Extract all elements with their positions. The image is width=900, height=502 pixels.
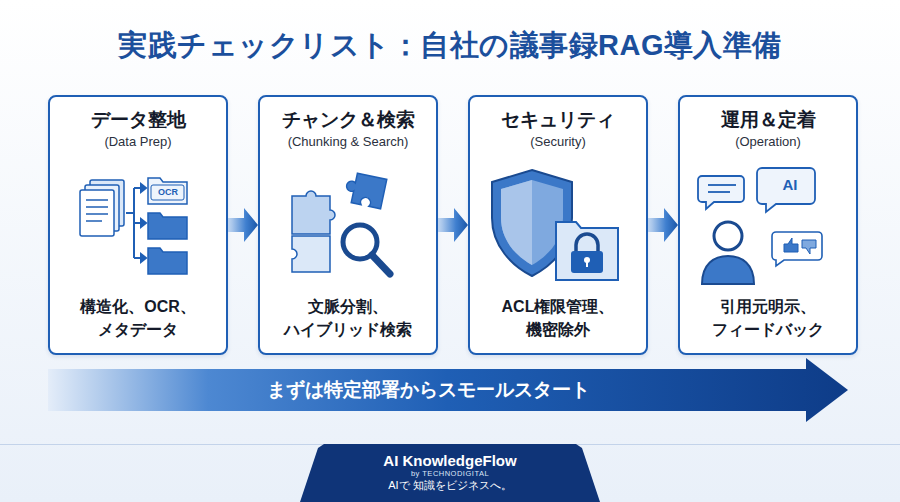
shield-icon-part xyxy=(501,180,532,265)
folder-icons-part xyxy=(148,248,187,274)
folder-icons xyxy=(148,178,187,274)
folder-icons-part xyxy=(148,178,187,204)
document-stack-icon-part xyxy=(86,206,108,208)
puzzle-icon-part xyxy=(343,172,386,209)
lock-folder-icon-part xyxy=(571,251,603,273)
puzzle-icon-part xyxy=(292,191,335,234)
feedback-bubble-part xyxy=(772,232,822,266)
banner-arrow-fill xyxy=(48,358,848,422)
footer-tab: AI KnowledgeFlowby TECHNODIGITALAIで 知識をビ… xyxy=(300,444,600,502)
node-subtitle: (Operation) xyxy=(735,133,801,151)
node-body: 文脈分割、 ハイブリッド検索 xyxy=(264,296,432,341)
node-subtitle: by TECHNODIGITAL xyxy=(411,469,489,478)
folder-icons-part xyxy=(148,213,187,239)
node-heading: AI KnowledgeFlow xyxy=(383,452,516,469)
folder-label: OCR xyxy=(148,187,188,197)
document-stack-icon-part xyxy=(86,213,108,215)
magnifier-icon-part xyxy=(372,255,390,274)
ai-bubble-part xyxy=(757,168,815,212)
lock-folder-icon xyxy=(556,222,618,280)
branch-lines-part xyxy=(141,184,146,262)
flow-arrow xyxy=(438,208,468,242)
branch-lines-part xyxy=(126,212,134,214)
document-stack-icon-part xyxy=(86,220,102,222)
magnifier-icon xyxy=(343,225,390,274)
node-body: 引用元明示、 フィードバック xyxy=(684,296,852,341)
branch-lines xyxy=(126,184,146,262)
person-icon xyxy=(702,222,754,284)
flow-arrow xyxy=(648,208,678,242)
speech-bubble-part xyxy=(708,191,730,193)
ai-bubble xyxy=(757,168,815,212)
node-subtitle: (Data Prep) xyxy=(104,133,171,151)
person-icon-part xyxy=(702,256,754,284)
node-heading: 運用＆定着 xyxy=(721,107,816,133)
document-stack-icon xyxy=(80,180,124,236)
flow-arrow xyxy=(228,208,258,242)
document-stack-icon-part xyxy=(80,190,114,236)
title: 実践チェックリスト：自社の議事録RAG導入準備 xyxy=(0,26,900,66)
speech-bubble xyxy=(698,176,744,209)
node-body: 構造化、OCR、 メタデータ xyxy=(54,296,222,341)
lock-folder-icon-part xyxy=(586,261,588,267)
node-body: AIで 知識をビジネスへ。 xyxy=(388,478,511,493)
process-box: 運用＆定着(Operation) 引用元明示、 フィードバック xyxy=(678,95,858,355)
node-heading: チャンク＆検索 xyxy=(282,107,415,133)
bubble-label: AI xyxy=(766,176,814,193)
node-body: ACL権限管理、 機密除外 xyxy=(474,296,642,341)
document-stack-icon-part xyxy=(86,199,108,201)
feedback-bubble-part xyxy=(802,240,816,254)
feedback-bubble xyxy=(772,232,822,266)
feedback-bubble-part xyxy=(784,238,798,252)
shield-icon-part xyxy=(501,180,563,265)
node-subtitle: (Security) xyxy=(530,133,586,151)
lock-folder-icon-part xyxy=(576,234,598,252)
banner-arrow: まずは特定部署からスモールスタート xyxy=(48,358,848,422)
lock-folder-icon-part xyxy=(556,222,618,280)
footer-tab-fill xyxy=(300,444,600,502)
person-icon-part xyxy=(714,222,742,250)
process-box: チャンク＆検索(Chunking & Search) 文脈分割、 ハイブリッド検索 xyxy=(258,95,438,355)
process-box: データ整地(Data Prep) 構造化、OCR、 メタデータ xyxy=(48,95,228,355)
puzzle-icon-part xyxy=(292,236,330,272)
speech-bubble-part xyxy=(698,176,744,209)
node-heading: まずは特定部署からスモールスタート xyxy=(267,377,590,403)
speech-bubble-part xyxy=(708,184,736,186)
node-subtitle: (Chunking & Search) xyxy=(288,133,409,151)
node-heading: セキュリティ xyxy=(501,107,615,133)
node-heading: データ整地 xyxy=(91,107,186,133)
